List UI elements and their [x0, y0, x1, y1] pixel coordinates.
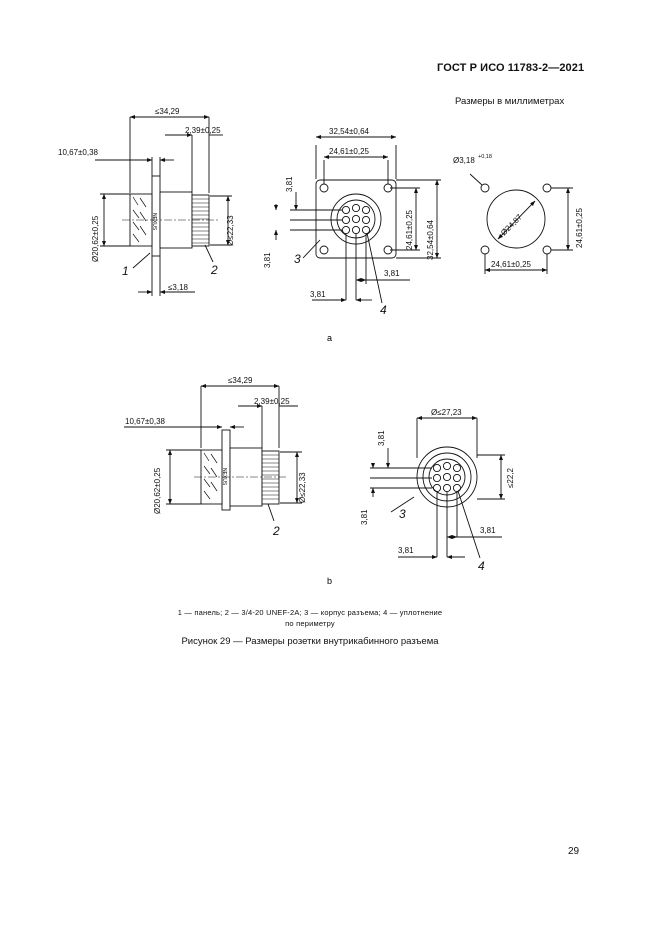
fig-a-panel-cutout [469, 173, 573, 274]
dim-a-cutout-spacing-horiz: 24,61±0,25 [491, 260, 532, 269]
dim-a-thread-dia: Ø≤22,33 [226, 215, 235, 246]
dim-a-hole-spacing: 24,61±0,25 [329, 147, 370, 156]
dim-b-pitch-vert-1: 3,81 [377, 430, 386, 446]
dim-b-pitch-horiz-2: 3,81 [398, 546, 414, 555]
engraving-a: NEXUS [151, 213, 157, 231]
fig-b-side-view [124, 383, 302, 522]
dim-b-pitch-vert-2: 3,81 [360, 509, 369, 525]
dim-b-thread-dia: Ø≤22,33 [298, 472, 307, 503]
callout-2-b: 2 [272, 524, 280, 538]
units-note: Размеры в миллиметрах [455, 96, 565, 107]
dim-a-hole-spacing-vert: 24,61±0,25 [405, 209, 414, 250]
dim-a-pitch-vert-1: 3,81 [285, 176, 294, 192]
dim-b-panel-offset: 10,67±0,38 [125, 417, 166, 426]
legend-line-1: 1 — панель; 2 — 3/4-20 UNEF-2A; 3 — корп… [177, 608, 443, 617]
dim-b-pitch-horiz-1: 3,81 [480, 526, 496, 535]
callout-4-b: 4 [478, 559, 485, 573]
callout-3-a: 3 [294, 252, 301, 266]
callout-2-a: 2 [210, 263, 218, 277]
dim-a-panel-offset: 10,67±0,38 [58, 148, 99, 157]
engraving-b: NEXUS [221, 468, 227, 486]
dim-a-panel-thickness: ≤3,18 [168, 283, 189, 292]
legend-line-2: по периметру [285, 619, 335, 628]
callout-3-b: 3 [399, 507, 406, 521]
dim-b-flange-height: ≤22,2 [506, 467, 515, 488]
dim-a-overall-length: ≤34,29 [155, 107, 180, 116]
dim-a-pitch-horiz-2: 3,81 [310, 290, 326, 299]
dim-a-pitch-vert-2: 3,81 [263, 252, 272, 268]
sublabel-b: b [327, 576, 332, 586]
dim-a-pitch-horiz-1: 3,81 [384, 269, 400, 278]
callout-1: 1 [122, 264, 129, 278]
dim-a-cutout-dia: Ø24,87 [499, 212, 524, 237]
dim-b-overall-length: ≤34,29 [228, 376, 253, 385]
dim-a-flange-width: 32,54±0,64 [329, 127, 370, 136]
dim-a-cutout-spacing-vert: 24,61±0,25 [575, 207, 584, 248]
dim-a-hole-dia: Ø3,18 [453, 156, 475, 165]
dim-a-thread-length: 2,39±0,25 [185, 126, 221, 135]
callout-4-a: 4 [380, 303, 387, 317]
fig-a-front-view [273, 134, 441, 304]
fig-b-front-view [370, 415, 505, 560]
dim-b-thread-length: 2,39±0,25 [254, 397, 290, 406]
dim-a-flange-height: 32,54±0,64 [426, 219, 435, 260]
dim-a-hole-dia-tol: +0,18 [478, 154, 492, 160]
figure-legend: 1 — панель; 2 — 3/4-20 UNEF-2A; 3 — корп… [140, 607, 480, 629]
standard-number: ГОСТ Р ИСО 11783-2—2021 [437, 62, 585, 74]
figure-caption: Рисунок 29 — Размеры розетки внутрикабин… [181, 636, 439, 647]
dim-b-body-dia: Ø20,62±0,25 [153, 467, 162, 514]
dim-b-flange-dia: Ø≤27,23 [431, 408, 462, 417]
fig-a-side-view [95, 114, 232, 296]
dim-a-body-dia: Ø20,62±0,25 [91, 215, 100, 262]
page-number: 29 [568, 846, 580, 857]
sublabel-a: a [327, 333, 332, 343]
